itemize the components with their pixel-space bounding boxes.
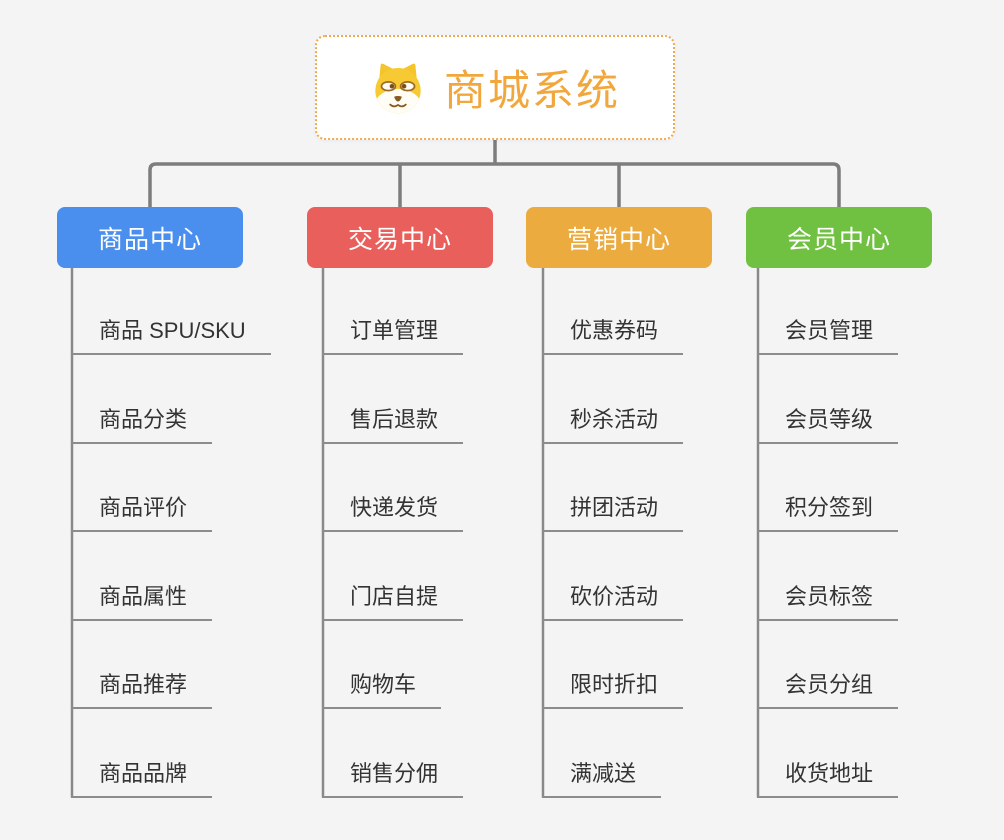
leaf-label: 商品分类 bbox=[99, 406, 188, 432]
branch-node[interactable]: 营销中心 bbox=[526, 207, 712, 268]
leaf-label: 商品 SPU/SKU bbox=[99, 318, 246, 343]
leaf-label: 售后退款 bbox=[350, 406, 439, 432]
leaf-label: 会员分组 bbox=[785, 672, 874, 697]
leaf-node[interactable]: 售后退款 bbox=[322, 405, 464, 444]
dog-face-icon bbox=[370, 61, 426, 115]
root-node[interactable]: 商城系统 bbox=[315, 35, 675, 140]
leaf-label: 门店自提 bbox=[350, 583, 439, 609]
leaf-label: 销售分佣 bbox=[350, 760, 439, 786]
leaf-node[interactable]: 购物车 bbox=[322, 670, 442, 709]
leaf-label: 满减送 bbox=[570, 760, 637, 786]
leaf-label: 砍价活动 bbox=[570, 583, 659, 609]
leaf-label: 积分签到 bbox=[785, 495, 874, 520]
leaf-label: 商品评价 bbox=[99, 495, 188, 520]
leaf-node[interactable]: 收货地址 bbox=[757, 759, 899, 798]
leaf-node[interactable]: 秒杀活动 bbox=[542, 405, 684, 444]
leaf-node[interactable]: 限时折扣 bbox=[542, 670, 684, 709]
leaf-node[interactable]: 会员管理 bbox=[757, 316, 899, 355]
branch-label: 商品中心 bbox=[97, 225, 202, 254]
leaf-node[interactable]: 订单管理 bbox=[322, 316, 464, 355]
leaf-label: 商品品牌 bbox=[99, 760, 188, 786]
root-label: 商城系统 bbox=[443, 67, 620, 114]
leaf-label: 拼团活动 bbox=[570, 495, 659, 520]
leaf-node[interactable]: 销售分佣 bbox=[322, 759, 464, 798]
leaf-node[interactable]: 砍价活动 bbox=[542, 582, 684, 621]
leaf-node[interactable]: 商品属性 bbox=[71, 582, 213, 621]
leaf-label: 收货地址 bbox=[785, 760, 874, 786]
leaf-node[interactable]: 商品评价 bbox=[71, 493, 213, 532]
leaf-node[interactable]: 会员等级 bbox=[757, 405, 899, 444]
leaf-label: 会员管理 bbox=[785, 318, 874, 343]
branch-node[interactable]: 交易中心 bbox=[307, 207, 493, 268]
leaf-label: 会员等级 bbox=[785, 406, 874, 432]
leaf-node[interactable]: 商品品牌 bbox=[71, 759, 213, 798]
leaf-label: 优惠券码 bbox=[570, 318, 659, 343]
leaf-label: 会员标签 bbox=[785, 583, 874, 609]
branch-label: 营销中心 bbox=[566, 225, 671, 254]
leaf-node[interactable]: 商品推荐 bbox=[71, 670, 213, 709]
branch-label: 交易中心 bbox=[347, 225, 452, 254]
leaf-label: 商品属性 bbox=[99, 583, 188, 609]
leaf-node[interactable]: 会员标签 bbox=[757, 582, 899, 621]
leaf-label: 快递发货 bbox=[350, 495, 439, 520]
leaf-node[interactable]: 快递发货 bbox=[322, 493, 464, 532]
leaf-node[interactable]: 满减送 bbox=[542, 759, 662, 798]
leaf-label: 订单管理 bbox=[350, 318, 439, 343]
leaf-label: 购物车 bbox=[350, 672, 417, 697]
branch-label: 会员中心 bbox=[786, 225, 891, 254]
leaf-node[interactable]: 门店自提 bbox=[322, 582, 464, 621]
leaf-label: 秒杀活动 bbox=[570, 406, 659, 432]
leaf-node[interactable]: 商品 SPU/SKU bbox=[71, 316, 271, 355]
leaf-node[interactable]: 会员分组 bbox=[757, 670, 899, 709]
leaf-node[interactable]: 商品分类 bbox=[71, 405, 213, 444]
branch-node[interactable]: 商品中心 bbox=[57, 207, 243, 268]
leaf-node[interactable]: 拼团活动 bbox=[542, 493, 684, 532]
branch-node[interactable]: 会员中心 bbox=[746, 207, 932, 268]
leaf-label: 限时折扣 bbox=[570, 672, 659, 697]
leaf-label: 商品推荐 bbox=[99, 672, 188, 697]
leaf-node[interactable]: 积分签到 bbox=[757, 493, 899, 532]
leaf-node[interactable]: 优惠券码 bbox=[542, 316, 684, 355]
